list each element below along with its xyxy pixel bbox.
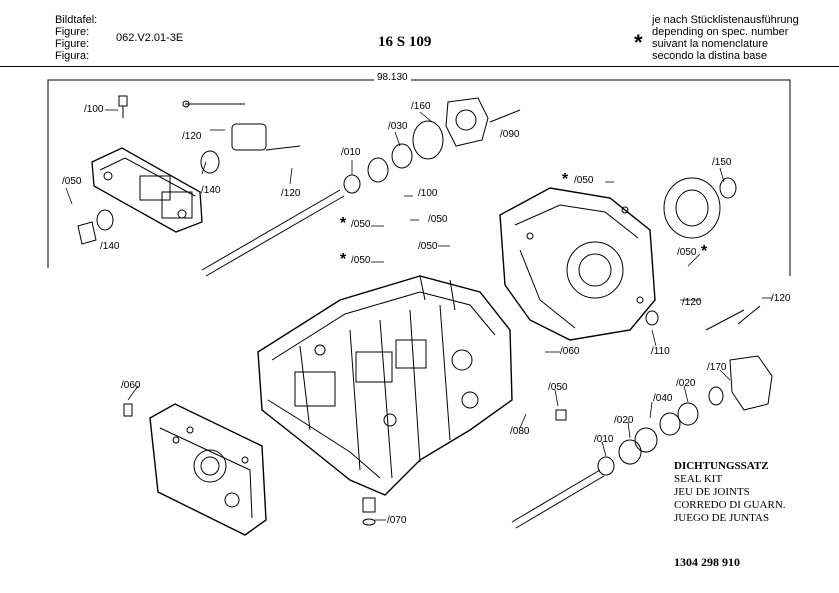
- seal-kit-part-number: 1304 298 910: [674, 555, 740, 569]
- spec-note: je nach Stücklistenausführung depending …: [652, 14, 799, 62]
- asterisk-icon: *: [340, 251, 347, 268]
- callout-020-b: /020: [614, 415, 634, 426]
- callout-160: /160: [411, 101, 431, 112]
- callout-050-c: /050: [428, 214, 448, 225]
- callout-050-d: /050: [351, 255, 371, 266]
- callout-170: /170: [707, 362, 727, 373]
- callout-070: /070: [387, 515, 407, 526]
- group-bracket: [47, 79, 791, 276]
- callout-120-c: /120: [682, 297, 702, 308]
- callout-050-f: /050: [574, 175, 594, 186]
- callout-010-b: /010: [594, 434, 614, 445]
- callout-100: /100: [84, 104, 104, 115]
- leader-lines: [65, 109, 772, 521]
- clutch-housing-drawing: [499, 187, 656, 341]
- label-figure-fr: Figure:: [55, 38, 90, 50]
- callout-120-b: /120: [281, 188, 301, 199]
- asterisk-icon: *: [562, 171, 569, 188]
- seal-kit-en: SEAL KIT: [674, 473, 723, 485]
- callout-050-e: /050: [418, 241, 438, 252]
- callout-120: /120: [182, 131, 202, 142]
- spec-note-de: je nach Stücklistenausführung: [652, 14, 799, 26]
- callout-040: /040: [653, 393, 673, 404]
- callout-020: /020: [676, 378, 696, 389]
- callout-030: /030: [388, 121, 408, 132]
- spec-note-en: depending on spec. number: [652, 26, 789, 38]
- valve-block-drawing: [91, 147, 203, 233]
- seal-kit-it: CORREDO DI GUARN.: [674, 499, 786, 511]
- label-figura: Figura:: [55, 50, 90, 62]
- spec-note-it: secondo la distina base: [652, 50, 767, 62]
- front-cover-drawing: [149, 403, 267, 536]
- callout-100-b: /100: [418, 188, 438, 199]
- callout-120-d: /120: [771, 293, 791, 304]
- header-labels: Bildtafel: Figure: Figure: Figura:: [55, 14, 97, 62]
- callout-050: /050: [62, 176, 82, 187]
- callout-110: /110: [651, 346, 670, 357]
- callout-010: /010: [341, 147, 361, 158]
- small-parts-drawing: [77, 95, 773, 529]
- callout-150: /150: [712, 157, 732, 168]
- asterisk-icon: *: [634, 30, 643, 55]
- callout-080: /080: [510, 426, 530, 437]
- callout-060: /060: [560, 346, 580, 357]
- callout-050-h: /050: [548, 382, 568, 393]
- asterisk-icon: *: [340, 215, 347, 232]
- seal-kit-block: DICHTUNGSSATZ SEAL KIT JEU DE JOINTS COR…: [674, 460, 786, 525]
- callout-050-b: /050: [351, 219, 371, 230]
- asterisk-icon: *: [701, 243, 708, 260]
- main-housing-drawing: [257, 275, 513, 496]
- callout-090: /090: [500, 129, 520, 140]
- label-figure-en: Figure:: [55, 26, 90, 38]
- seal-kit-fr: JEU DE JOINTS: [674, 486, 750, 498]
- callout-140-b: /140: [100, 241, 120, 252]
- seal-kit-es: JUEGO DE JUNTAS: [674, 512, 770, 524]
- callout-060-b: /060: [121, 380, 141, 391]
- callout-050-g: /050: [677, 247, 697, 258]
- page-title: 16 S 109: [378, 34, 432, 50]
- spec-note-fr: suivant la nomenclature: [652, 38, 769, 50]
- label-bildtafel: Bildtafel:: [55, 14, 98, 26]
- callout-140: /140: [201, 185, 221, 196]
- header-rule: [0, 66, 839, 67]
- group-reference: 98.130: [374, 72, 411, 83]
- figure-code: 062.V2.01-3E: [116, 32, 184, 44]
- seal-kit-de: DICHTUNGSSATZ: [674, 460, 769, 472]
